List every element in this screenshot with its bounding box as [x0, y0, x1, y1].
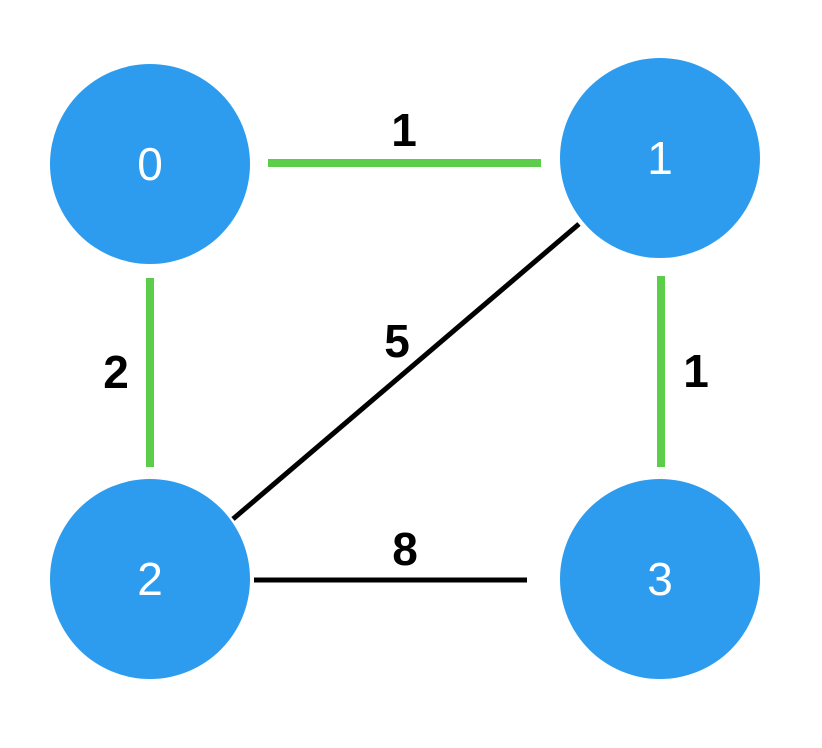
edge-1-2: [231, 222, 581, 521]
edge-weight-label-1-3: 1: [683, 345, 709, 397]
edge-weight-label-0-1: 1: [391, 104, 417, 156]
edge-weight-label-0-2: 2: [103, 346, 129, 398]
graph-node-0: [50, 64, 250, 264]
graph-node-3: [560, 479, 760, 679]
node-label-3: 3: [647, 553, 673, 605]
edge-weight-label-1-2: 5: [384, 315, 410, 367]
graph-node-1: [560, 58, 760, 258]
node-label-0: 0: [137, 138, 163, 190]
node-label-2: 2: [137, 553, 163, 605]
edge-weight-label-2-3: 8: [392, 523, 418, 575]
node-label-1: 1: [647, 132, 673, 184]
graph-node-2: [50, 479, 250, 679]
